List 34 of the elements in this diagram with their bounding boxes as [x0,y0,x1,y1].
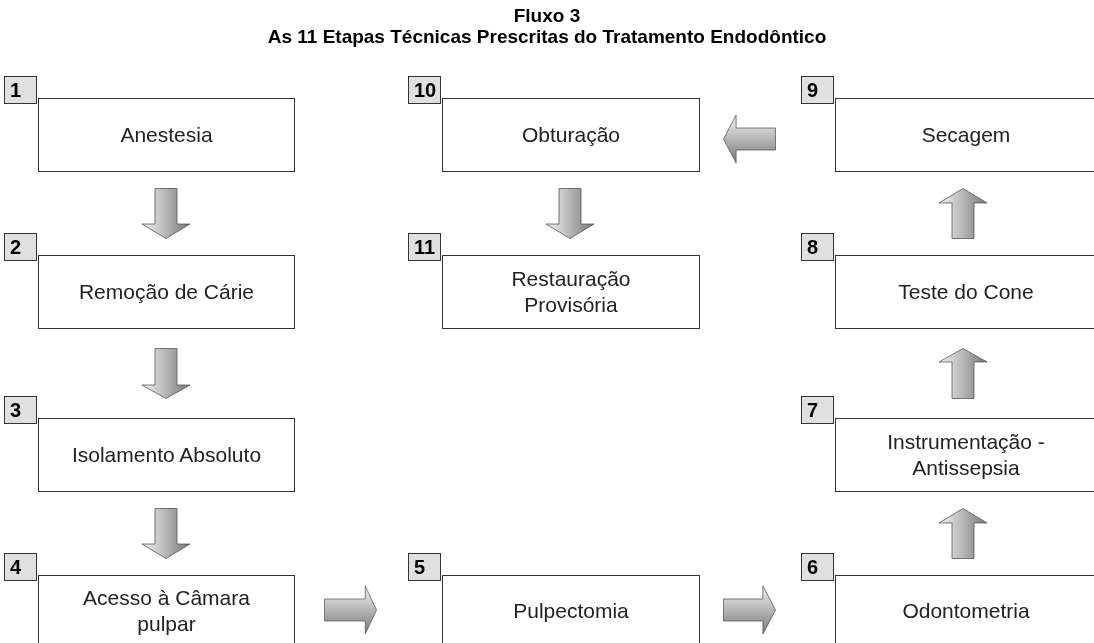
step-label: Acesso à Câmara pulpar [82,585,251,637]
step-number: 7 [801,396,834,424]
step-label: Instrumentação - Antissepsia [886,429,1046,481]
block-arrow [938,188,988,239]
step-number: 9 [801,76,834,104]
step-number: 10 [408,76,441,104]
block-arrow [141,508,191,559]
step-number: 6 [801,553,834,581]
block-arrow [723,585,776,635]
step-number: 11 [408,233,441,261]
block-arrow [141,348,191,399]
step-number: 4 [4,553,37,581]
step-number: 3 [4,396,37,424]
step-label: Restauração Provisória [510,266,632,318]
title: Fluxo 3 [512,5,582,26]
step-number: 8 [801,233,834,261]
block-arrow [938,348,988,399]
step-label: Obturação [521,122,621,148]
step-label: Odontometria [902,598,1030,624]
block-arrow [545,188,595,239]
block-arrow [141,188,191,239]
step-label: Isolamento Absoluto [71,442,262,468]
step-label: Secagem [921,122,1011,148]
block-arrow [723,114,776,164]
step-label: Pulpectomia [513,598,629,624]
block-arrow [938,508,988,559]
step-number: 1 [4,76,37,104]
step-label: Anestesia [120,122,213,148]
block-arrow [324,585,377,635]
step-number: 2 [4,233,37,261]
step-label: Remoção de Cárie [78,279,255,305]
subtitle: As 11 Etapas Técnicas Prescritas do Tratamento Endodôntico [266,26,828,47]
step-number: 5 [408,553,441,581]
step-label: Teste do Cone [898,279,1034,305]
